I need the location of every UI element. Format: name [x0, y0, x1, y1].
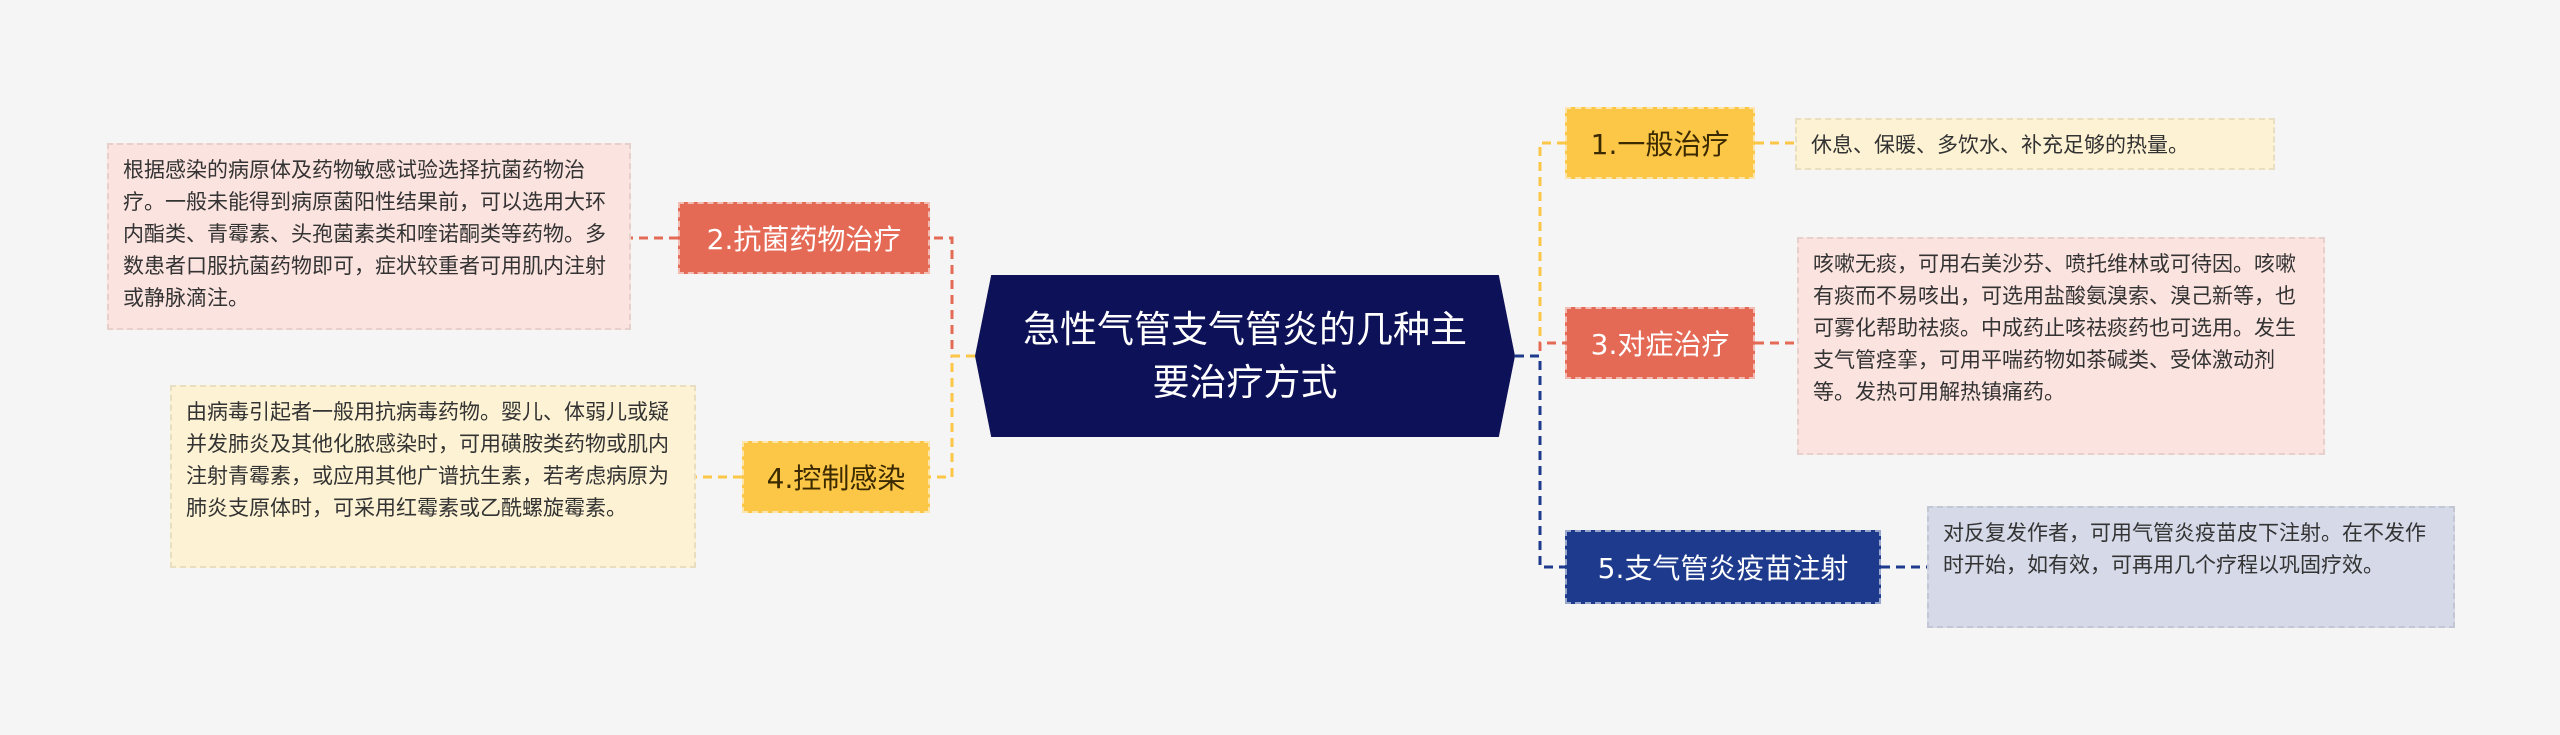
connector-root-to-vaccine [1515, 354, 1565, 569]
detail-symptomatic-treatment-text: 咳嗽无痰，可用右美沙芬、喷托维林或可待因。咳嗽有痰而不易咳出，可选用盐酸氨溴索、… [1813, 252, 2296, 404]
central-topic-label: 急性气管支气管炎的几种主要治疗方式 [1023, 308, 1467, 404]
detail-general-treatment-text: 休息、保暖、多饮水、补充足够的热量。 [1811, 133, 2189, 157]
detail-symptomatic-treatment: 咳嗽无痰，可用右美沙芬、喷托维林或可待因。咳嗽有痰而不易咳出，可选用盐酸氨溴索、… [1797, 237, 2325, 455]
detail-infection-control-text: 由病毒引起者一般用抗病毒药物。婴儿、体弱儿或疑并发肺炎及其他化脓感染时，可用磺胺… [186, 400, 669, 520]
detail-antibacterial-treatment: 根据感染的病原体及药物敏感试验选择抗菌药物治疗。一般未能得到病原菌阳性结果前，可… [107, 143, 631, 330]
detail-vaccine-injection: 对反复发作者，可用气管炎疫苗皮下注射。在不发作时开始，如有效，可再用几个疗程以巩… [1927, 506, 2455, 628]
detail-infection-control: 由病毒引起者一般用抗病毒药物。婴儿、体弱儿或疑并发肺炎及其他化脓感染时，可用磺胺… [170, 385, 696, 568]
connector-root-to-infection [930, 354, 975, 479]
connector-root-to-antibacterial [930, 236, 975, 358]
branch-symptomatic-treatment-label: 3.对症治疗 [1590, 328, 1730, 361]
central-topic[interactable]: 急性气管支气管炎的几种主要治疗方式 [975, 275, 1515, 437]
branch-infection-control[interactable]: 4.控制感染 [742, 441, 930, 513]
detail-antibacterial-treatment-text: 根据感染的病原体及药物敏感试验选择抗菌药物治疗。一般未能得到病原菌阳性结果前，可… [123, 158, 606, 310]
connector-root-to-symptomatic [1515, 341, 1565, 358]
detail-vaccine-injection-text: 对反复发作者，可用气管炎疫苗皮下注射。在不发作时开始，如有效，可再用几个疗程以巩… [1943, 521, 2426, 577]
detail-general-treatment: 休息、保暖、多饮水、补充足够的热量。 [1795, 118, 2275, 170]
connector-root-to-general [1515, 141, 1565, 358]
branch-general-treatment-label: 1.一般治疗 [1590, 128, 1730, 161]
branch-vaccine-injection[interactable]: 5.支气管炎疫苗注射 [1565, 530, 1881, 604]
branch-general-treatment[interactable]: 1.一般治疗 [1565, 107, 1755, 179]
branch-antibacterial-treatment[interactable]: 2.抗菌药物治疗 [678, 202, 930, 274]
branch-infection-control-label: 4.控制感染 [766, 462, 906, 495]
branch-symptomatic-treatment[interactable]: 3.对症治疗 [1565, 307, 1755, 379]
branch-antibacterial-treatment-label: 2.抗菌药物治疗 [706, 223, 902, 256]
branch-vaccine-injection-label: 5.支气管炎疫苗注射 [1597, 552, 1849, 585]
